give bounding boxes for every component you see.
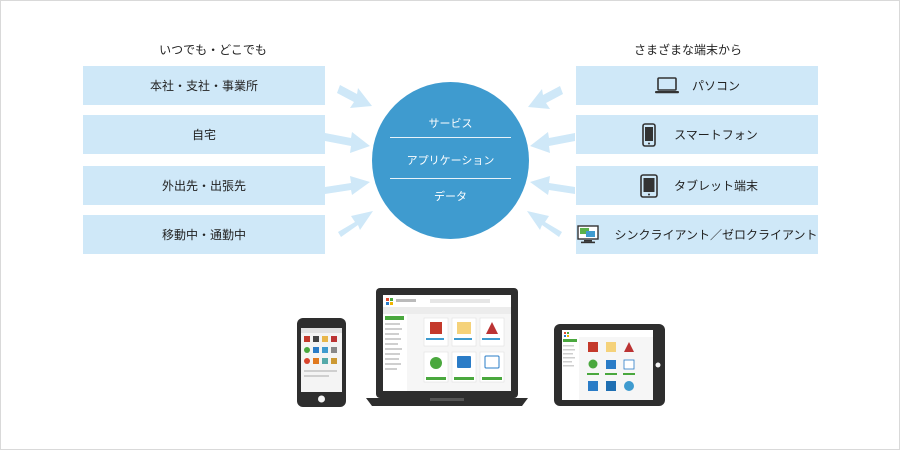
location-label: 外出先・出張先 [161,179,246,193]
tablet-illustration [554,324,665,406]
arrow-left-4 [338,211,373,237]
location-label: 自宅 [191,128,216,142]
device-label: パソコン [691,79,740,93]
location-box-outside: 外出先・出張先 [83,166,325,205]
center-divider [390,178,511,179]
device-box-pc: パソコン [576,66,818,105]
device-label: スマートフォン [674,128,758,142]
location-box-office: 本社・支社・事業所 [83,66,325,105]
location-label: 移動中・通勤中 [161,228,246,242]
cloud-center-circle: サービス アプリケーション データ [372,82,529,239]
location-box-home: 自宅 [83,115,325,154]
center-item-data: データ [434,190,467,203]
device-label: タブレット端末 [673,179,758,193]
center-item-service: サービス [428,117,473,130]
arrow-left-2 [325,132,370,153]
devices-illustration [297,288,665,407]
thin-client-icon [576,225,602,244]
arrow-left-1 [337,85,372,108]
center-divider [390,137,511,138]
arrow-right-3 [530,176,575,195]
smartphone-icon [636,122,662,147]
device-box-smartphone: スマートフォン [576,115,818,154]
arrow-right-2 [530,132,575,153]
tablet-icon [636,173,662,198]
location-box-commute: 移動中・通勤中 [83,215,325,254]
left-column-title: いつでも・どこでも [159,43,267,57]
device-box-thin-client: シンクライアント／ゼロクライアント [576,215,818,254]
laptop-illustration [366,288,528,406]
location-label: 本社・支社・事業所 [149,79,258,93]
smartphone-illustration [297,318,346,407]
device-label: シンクライアント／ゼロクライアント [614,228,818,242]
center-item-application: アプリケーション [406,154,495,167]
arrow-right-4 [527,211,562,237]
arrow-right-1 [528,86,563,109]
device-box-tablet: タブレット端末 [576,166,818,205]
arrow-left-3 [325,176,370,195]
right-column-title: さまざまな端末から [633,43,742,57]
laptop-icon [654,77,680,94]
